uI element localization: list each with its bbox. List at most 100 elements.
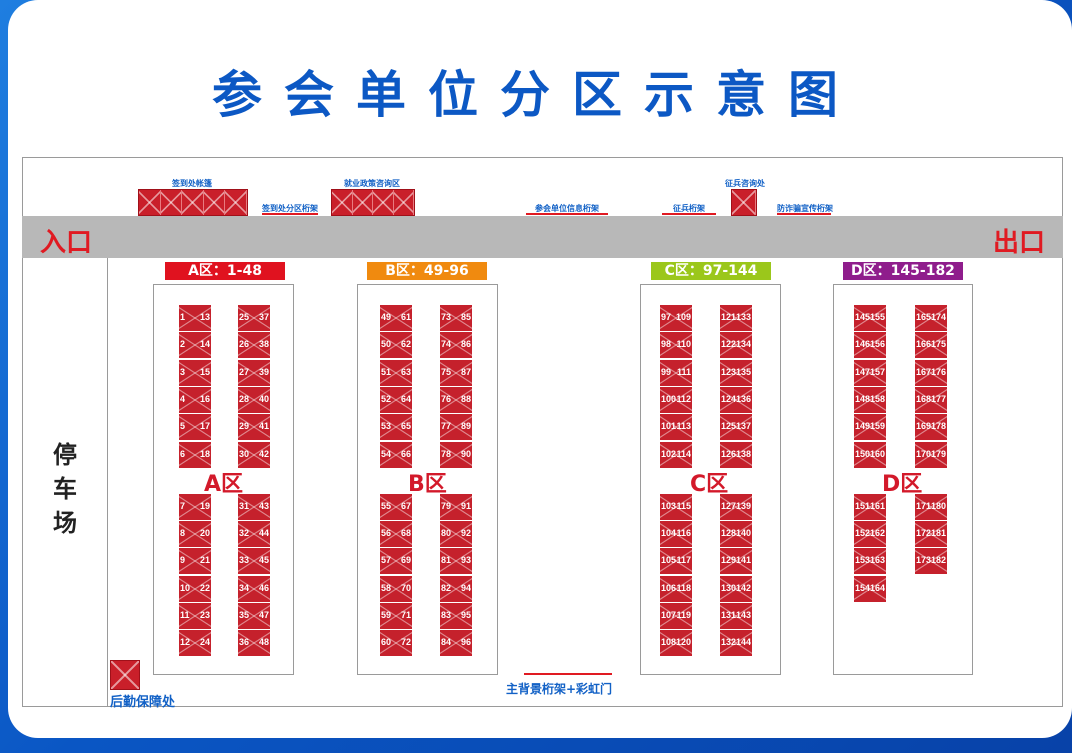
recruit-consult-tent	[731, 189, 757, 216]
booth-number: 145	[855, 312, 871, 322]
booth-number: 13	[199, 312, 210, 322]
booth-number: 160	[869, 448, 885, 459]
booth-number: 3	[180, 366, 186, 377]
booth-number: 129	[721, 555, 737, 566]
booth-number: 58	[381, 582, 392, 593]
booth: 79 91	[440, 493, 472, 520]
booth-number: 64	[400, 393, 411, 404]
booth-number: 11	[180, 610, 190, 620]
booth-number: 144	[735, 637, 751, 648]
booth-number: 116	[676, 528, 691, 539]
booth-number: 154	[855, 582, 871, 593]
booth-number: 56	[381, 528, 392, 539]
booth-number: 10	[180, 582, 191, 593]
booth-number: 100	[661, 393, 677, 404]
booth-number: 70	[400, 582, 411, 593]
booth-number: 60	[381, 637, 392, 648]
exit-label: 出口	[993, 228, 1046, 258]
booth-number: 77	[441, 421, 452, 432]
booth-number: 46	[258, 582, 269, 593]
booth-number: 88	[460, 393, 471, 404]
booth-number: 97	[661, 312, 672, 322]
booth-number: 7	[180, 500, 186, 511]
booth-number: 162	[869, 528, 885, 539]
booth-number: 33	[239, 555, 250, 566]
booth-number: 141	[735, 555, 751, 566]
booth-number: 89	[460, 421, 471, 432]
booth-number: 131	[721, 610, 737, 620]
booth-number: 5	[180, 421, 186, 432]
booth-number: 102	[661, 448, 677, 459]
booth-number: 107	[661, 610, 677, 620]
zone-a-tag: A区：1-48	[165, 262, 285, 280]
zone-b-tag: B区：49-96	[367, 262, 487, 280]
booth-number: 45	[258, 555, 269, 566]
employment-policy-tent	[331, 189, 415, 216]
booth-number: 43	[258, 500, 269, 511]
booth-number: 24	[199, 637, 210, 648]
booth-number: 14	[199, 339, 210, 350]
booth-number: 17	[199, 421, 210, 432]
booth-number: 59	[381, 610, 392, 620]
zone-b-box	[357, 284, 498, 675]
booth-number: 96	[460, 637, 471, 648]
booth-number: 74	[441, 339, 452, 350]
booth-number: 73	[441, 312, 452, 322]
anti-fraud-truss-label: 防诈骗宣传桁架	[777, 204, 833, 213]
booth-number: 36	[239, 637, 250, 648]
booth-number: 49	[381, 312, 392, 322]
booth-number: 31	[239, 500, 250, 511]
booth-number: 79	[441, 500, 452, 511]
booth-number: 16	[199, 393, 210, 404]
booth-number: 108	[661, 637, 677, 648]
booth-number: 55	[381, 500, 392, 511]
booth-number: 40	[258, 393, 269, 404]
booth-number: 9	[180, 555, 186, 566]
booth-number: 72	[400, 637, 411, 648]
parking-char: 车	[53, 475, 77, 503]
booth-number: 21	[199, 555, 210, 566]
booth-number: 50	[381, 339, 392, 350]
recruit-truss	[662, 213, 716, 215]
booth-number: 12	[180, 637, 191, 648]
booth-number: 114	[676, 448, 691, 459]
parking-divider	[107, 258, 108, 707]
booth-number: 28	[239, 393, 250, 404]
booth-number: 76	[441, 393, 452, 404]
booth-number: 110	[676, 339, 691, 350]
booth-number: 51	[381, 366, 392, 377]
booth-number: 125	[721, 421, 737, 432]
booth-number: 37	[258, 312, 269, 322]
booth-number: 91	[460, 500, 471, 511]
booth-number: 119	[676, 610, 691, 620]
checkin-tent-label: 签到处帐篷	[172, 179, 212, 188]
booth-number: 149	[855, 421, 871, 432]
booth-number: 44	[258, 528, 269, 539]
booth-number: 176	[930, 366, 946, 377]
